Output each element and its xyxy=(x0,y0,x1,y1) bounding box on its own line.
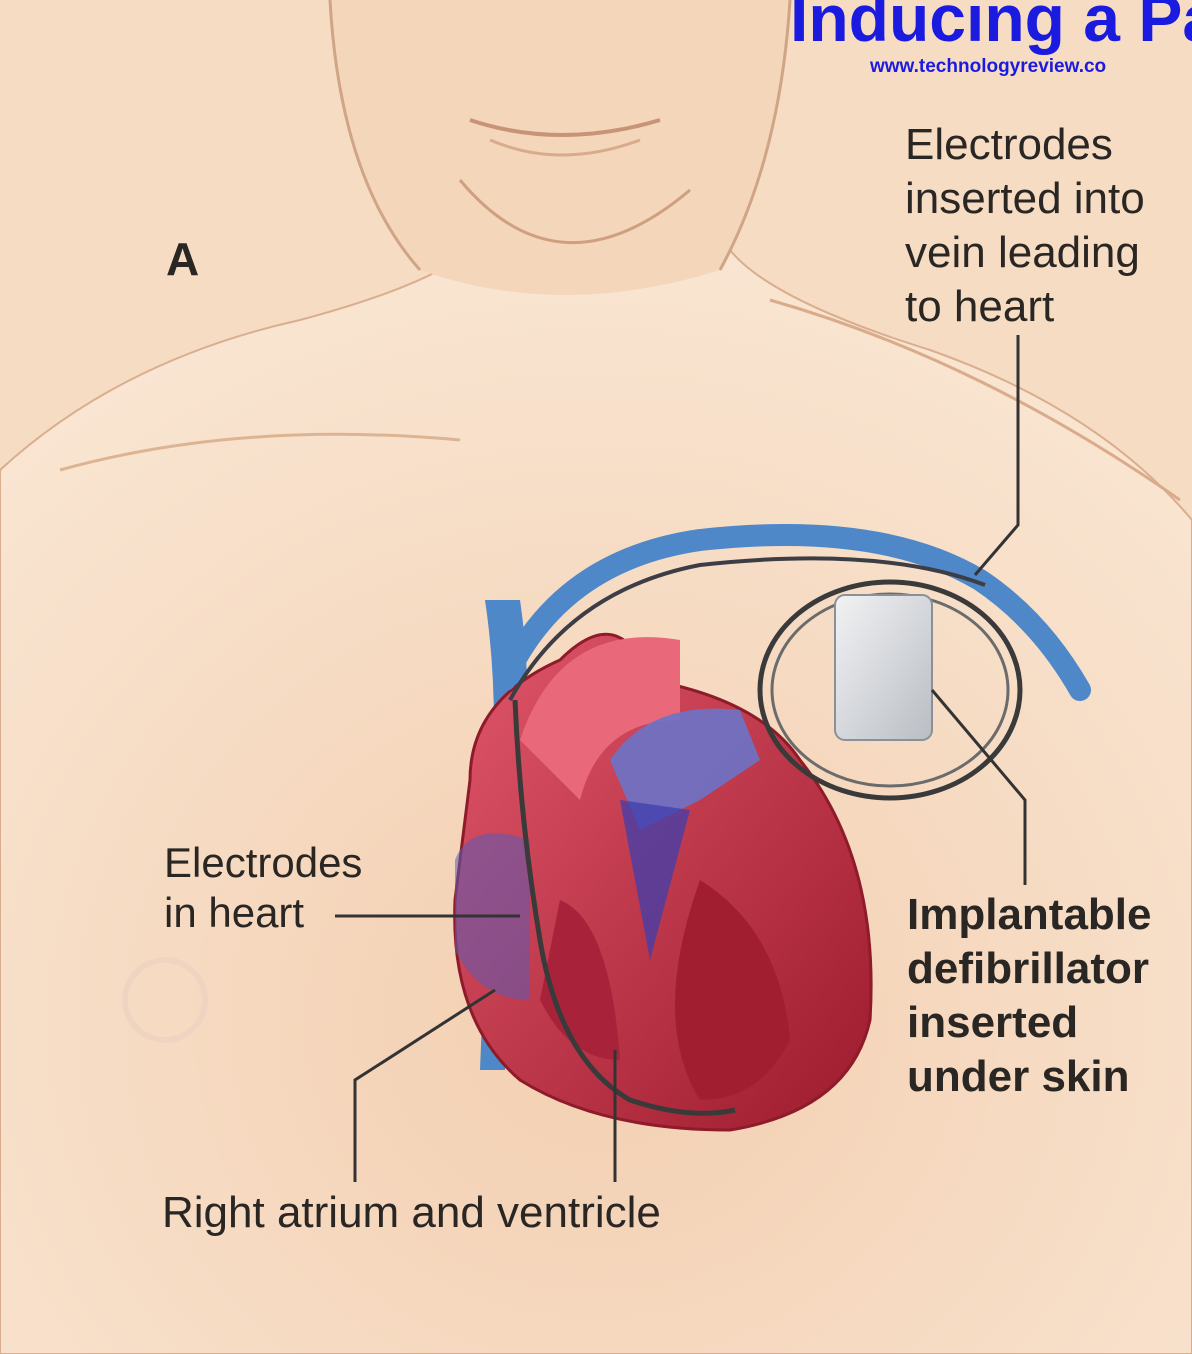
label-electrodes-heart: Electrodes in heart xyxy=(164,838,362,938)
label-right-atrium-ventricle: Right atrium and ventricle xyxy=(162,1188,661,1238)
label-electrodes-vein: Electrodes inserted into vein leading to… xyxy=(905,118,1145,334)
panel-letter: A xyxy=(166,232,199,286)
header-url[interactable]: www.technologyreview.co xyxy=(870,56,1106,78)
label-line: inserted xyxy=(907,996,1152,1050)
neck xyxy=(330,0,790,295)
label-line: Implantable xyxy=(907,888,1152,942)
label-line: under skin xyxy=(907,1050,1152,1104)
label-line: in heart xyxy=(164,888,362,938)
label-line: Electrodes xyxy=(905,118,1145,172)
label-defibrillator: Implantable defibrillator inserted under… xyxy=(907,888,1152,1104)
label-line: vein leading xyxy=(905,226,1145,280)
label-line: Electrodes xyxy=(164,838,362,888)
label-line: inserted into xyxy=(905,172,1145,226)
defibrillator-device xyxy=(835,595,932,740)
label-line: defibrillator xyxy=(907,942,1152,996)
header-title: Inducing a Pa xyxy=(790,0,1192,56)
label-line: to heart xyxy=(905,280,1145,334)
